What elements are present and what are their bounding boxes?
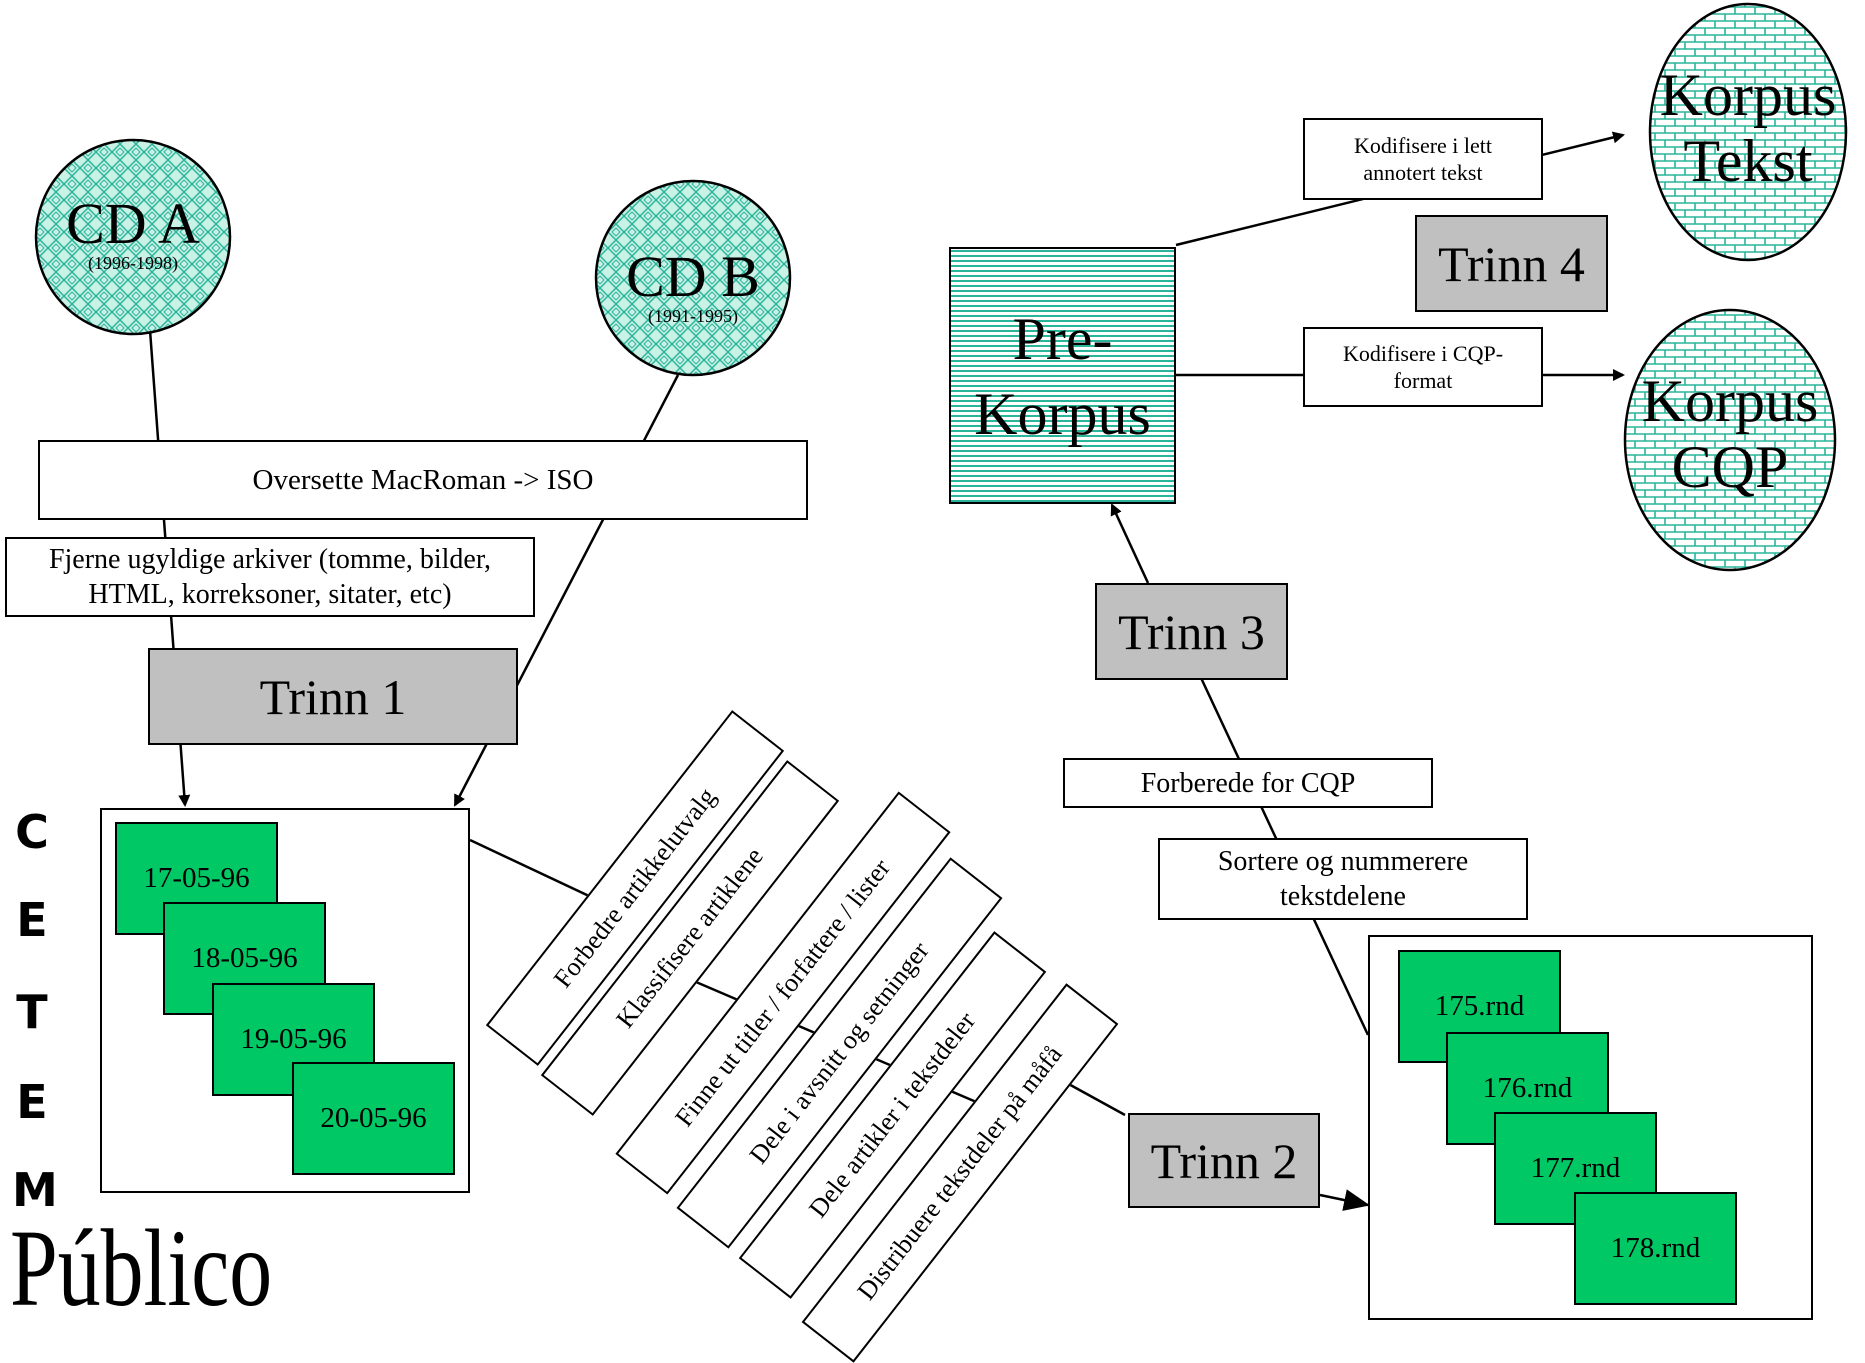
remove-archives-box: Fjerne ugyldige arkiver (tomme, bilder, … bbox=[5, 537, 535, 617]
publico-logo: Público bbox=[10, 1207, 273, 1329]
sort-number-box: Sortere og nummerere tekstdelene bbox=[1158, 838, 1528, 920]
korpus-cqp-line1: Korpus bbox=[1641, 368, 1819, 434]
trinn3-box: Trinn 3 bbox=[1095, 583, 1288, 680]
korpus-tekst-label: Korpus Tekst bbox=[1650, 62, 1846, 194]
trinn1-box: Trinn 1 bbox=[148, 648, 518, 745]
cd-a-label: CD A (1996-1998) bbox=[36, 195, 230, 274]
cd-a-circle bbox=[34, 138, 232, 336]
korpus-tekst-circle bbox=[1648, 2, 1848, 262]
cd-b-label: CD B (1991-1995) bbox=[596, 248, 790, 327]
cetem-letter: T bbox=[16, 985, 48, 1039]
cetem-letter: M bbox=[12, 1163, 58, 1217]
translate-box: Oversette MacRoman -> ISO bbox=[38, 440, 808, 520]
trinn2-box: Trinn 2 bbox=[1128, 1113, 1320, 1208]
prepare-cqp-box: Forberede for CQP bbox=[1063, 758, 1433, 808]
rnd-file-card: 178.rnd bbox=[1574, 1192, 1737, 1305]
prekorpus-box bbox=[949, 247, 1176, 504]
korpus-tekst-line1: Korpus bbox=[1659, 62, 1837, 128]
encode-light-box: Kodifisere i lett annotert tekst bbox=[1303, 118, 1543, 200]
cd-b-title: CD B bbox=[626, 244, 760, 309]
korpus-cqp-line2: CQP bbox=[1671, 434, 1789, 500]
cd-b-circle bbox=[594, 179, 792, 377]
date-file-card: 20-05-96 bbox=[292, 1062, 455, 1175]
prekorpus-line2: Korpus bbox=[974, 381, 1151, 447]
cetem-letter: C bbox=[15, 805, 49, 859]
prekorpus-label: Pre- Korpus bbox=[952, 302, 1173, 452]
encode-cqp-box: Kodifisere i CQP-format bbox=[1303, 327, 1543, 407]
cetem-letter: E bbox=[16, 1075, 48, 1129]
trinn4-box: Trinn 4 bbox=[1415, 215, 1608, 312]
korpus-cqp-label: Korpus CQP bbox=[1625, 368, 1835, 500]
cd-b-years: (1991-1995) bbox=[648, 306, 738, 326]
cetem-letter: E bbox=[16, 893, 48, 947]
prekorpus-line1: Pre- bbox=[1012, 306, 1113, 372]
korpus-tekst-line2: Tekst bbox=[1683, 128, 1813, 194]
cd-a-title: CD A bbox=[66, 191, 200, 256]
cd-a-years: (1996-1998) bbox=[88, 253, 178, 273]
korpus-cqp-circle bbox=[1623, 308, 1837, 572]
